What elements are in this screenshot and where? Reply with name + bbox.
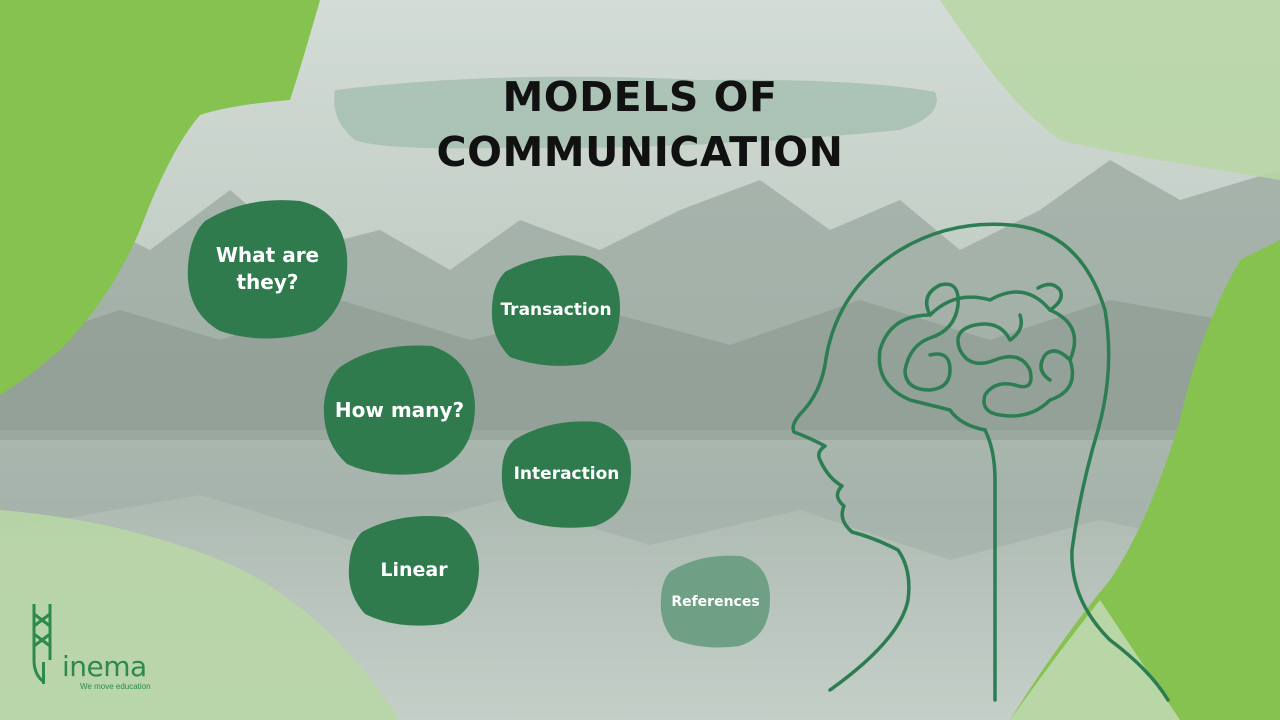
logo-tagline: We move education [80, 682, 151, 691]
interaction-label: Interaction [513, 464, 620, 484]
blob-shape [491, 255, 620, 366]
title-line-2: COMMUNICATION [436, 128, 844, 176]
inema-logo: inema We move education [24, 600, 164, 695]
what-are-they-button[interactable]: What are they? [185, 196, 350, 341]
references-label: References [671, 593, 760, 610]
how-many-button[interactable]: How many? [322, 342, 477, 477]
blob-shape [323, 345, 475, 475]
blob-shape [501, 421, 631, 528]
how-many-label: How many? [334, 397, 465, 422]
transaction-label: Transaction [500, 300, 612, 320]
linear-button[interactable]: Linear [347, 512, 481, 628]
inema-logo-icon [32, 604, 52, 684]
head-brain-icon [791, 222, 1170, 702]
title-line-1: MODELS OF [502, 73, 778, 121]
blob-shape [660, 555, 770, 648]
slide-title: MODELS OF COMMUNICATION [340, 70, 940, 180]
blob-shape [187, 200, 348, 339]
logo-wordmark: inema [62, 650, 147, 683]
references-button[interactable]: References [659, 553, 772, 650]
blob-shape [348, 516, 479, 626]
linear-label: Linear [380, 559, 448, 581]
what-are-they-label: What are they? [215, 242, 320, 294]
transaction-button[interactable]: Transaction [490, 252, 622, 368]
interaction-button[interactable]: Interaction [500, 418, 633, 530]
